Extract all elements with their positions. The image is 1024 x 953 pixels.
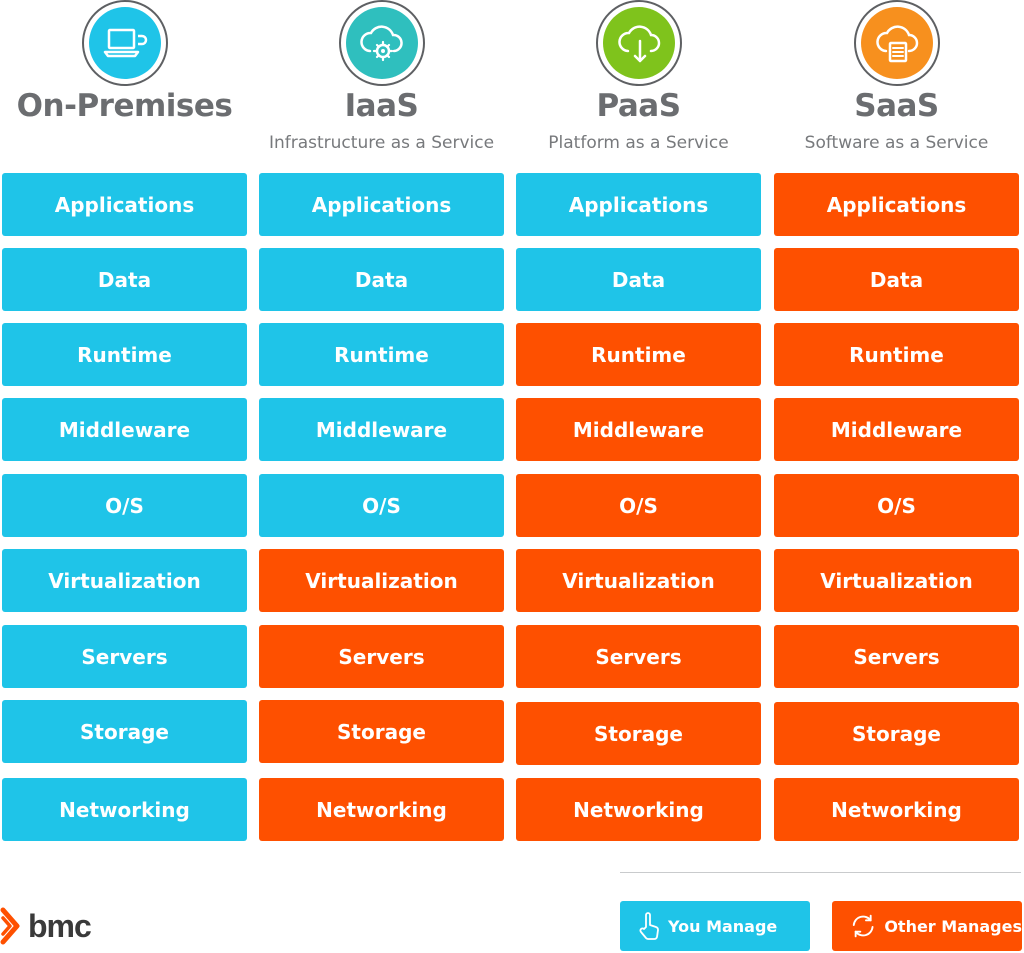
layer-networking: Networking — [774, 778, 1019, 841]
column-subtitle: Infrastructure as a Service — [268, 133, 495, 153]
layer-virtualization: Virtualization — [516, 549, 761, 612]
layer-os: O/S — [2, 474, 247, 537]
layer-networking: Networking — [259, 778, 504, 841]
bmc-logo: bmc — [0, 904, 92, 948]
layer-storage: Storage — [516, 702, 761, 765]
layer-runtime: Runtime — [774, 323, 1019, 386]
layer-os: O/S — [516, 474, 761, 537]
column-header: On-Premises — [2, 0, 247, 170]
layer-data: Data — [516, 248, 761, 311]
column-icon-badge — [596, 0, 682, 86]
layer-storage: Storage — [259, 700, 504, 763]
layer-middleware: Middleware — [259, 398, 504, 461]
cloud-document-icon — [876, 25, 919, 63]
layer-servers: Servers — [516, 625, 761, 688]
layer-applications: Applications — [774, 173, 1019, 236]
refresh-arrows-icon — [852, 914, 874, 938]
layer-applications: Applications — [259, 173, 504, 236]
column-title: IaaS — [344, 88, 419, 124]
layer-servers: Servers — [2, 625, 247, 688]
layer-data: Data — [259, 248, 504, 311]
column-icon-badge — [82, 0, 168, 86]
layer-os: O/S — [774, 474, 1019, 537]
layer-virtualization: Virtualization — [2, 549, 247, 612]
column-subtitle: Software as a Service — [804, 133, 989, 153]
layer-applications: Applications — [516, 173, 761, 236]
column-header: IaaS Infrastructure as a Service — [259, 0, 504, 170]
layer-servers: Servers — [259, 625, 504, 688]
layer-virtualization: Virtualization — [259, 549, 504, 612]
hand-pointer-icon — [639, 912, 659, 940]
cloud-gear-icon — [360, 25, 403, 62]
layer-middleware: Middleware — [516, 398, 761, 461]
layer-middleware: Middleware — [774, 398, 1019, 461]
laptop-icon — [103, 28, 148, 58]
layer-middleware: Middleware — [2, 398, 247, 461]
column-icon-badge — [854, 0, 940, 86]
column-title: PaaS — [596, 88, 681, 124]
layer-os: O/S — [259, 474, 504, 537]
layer-virtualization: Virtualization — [774, 549, 1019, 612]
column-title: On-Premises — [16, 88, 233, 124]
column-title: SaaS — [854, 88, 939, 124]
layer-data: Data — [2, 248, 247, 311]
layer-applications: Applications — [2, 173, 247, 236]
column-header: SaaS Software as a Service — [774, 0, 1019, 170]
layer-runtime: Runtime — [2, 323, 247, 386]
cloud-download-icon — [618, 25, 661, 63]
legend-you-manage-label: You Manage — [668, 916, 778, 936]
layer-runtime: Runtime — [516, 323, 761, 386]
layer-networking: Networking — [2, 778, 247, 841]
legend-you-manage: You Manage — [620, 901, 810, 951]
legend-other-manages: Other Manages — [832, 901, 1022, 951]
legend-divider — [620, 872, 1021, 873]
layer-networking: Networking — [516, 778, 761, 841]
column-header: PaaS Platform as a Service — [516, 0, 761, 170]
layer-storage: Storage — [2, 700, 247, 763]
bmc-chevron-icon — [0, 907, 20, 945]
column-icon-badge — [339, 0, 425, 86]
bmc-logo-text: bmc — [28, 907, 92, 944]
column-subtitle: Platform as a Service — [548, 133, 729, 153]
legend-other-manages-label: Other Manages — [884, 916, 1022, 936]
layer-runtime: Runtime — [259, 323, 504, 386]
layer-servers: Servers — [774, 625, 1019, 688]
layer-storage: Storage — [774, 702, 1019, 765]
layer-data: Data — [774, 248, 1019, 311]
